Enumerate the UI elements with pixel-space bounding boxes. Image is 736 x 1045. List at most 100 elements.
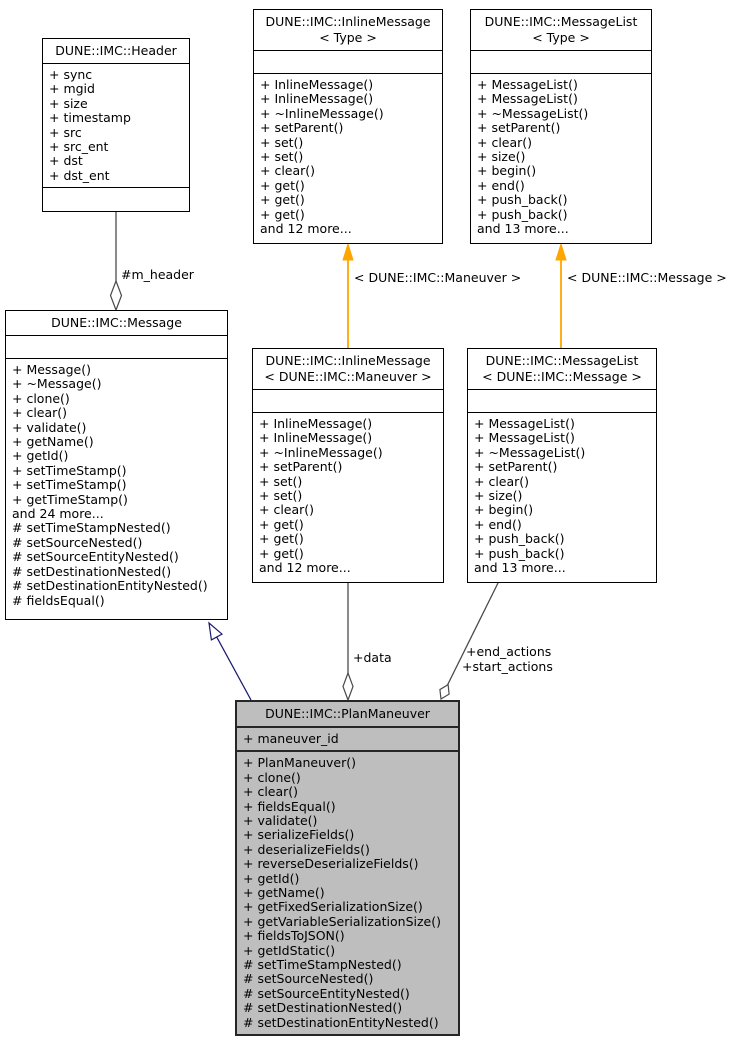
method-row: + size() <box>474 488 523 504</box>
class-box-message-list-message[interactable]: DUNE::IMC::MessageList< DUNE::IMC::Messa… <box>467 348 657 583</box>
method-row: + getId() <box>243 870 300 886</box>
method-row: + deserializeFields() <box>243 841 370 857</box>
attribute-row: + timestamp <box>49 110 131 126</box>
class-title: DUNE::IMC::InlineMessage< DUNE::IMC::Man… <box>253 349 443 389</box>
class-title-line: < DUNE::IMC::Message > <box>482 369 642 384</box>
class-title: DUNE::IMC::InlineMessage< Type > <box>254 10 442 50</box>
method-row: # setDestinationNested() <box>243 1000 403 1016</box>
data-aggregation-diamond <box>342 671 354 702</box>
method-row: # setTimeStampNested() <box>12 520 171 536</box>
method-row: + setParent() <box>477 120 561 136</box>
method-row: # setDestinationEntityNested() <box>243 1014 439 1030</box>
class-title: DUNE::IMC::MessageList< Type > <box>471 10 651 50</box>
method-row: + Message() <box>12 362 91 377</box>
attributes-compartment <box>468 389 656 412</box>
method-row: + PlanManeuver() <box>243 755 357 771</box>
method-row: # setSourceNested() <box>12 534 143 550</box>
method-row: + end() <box>477 177 525 193</box>
method-row: + clear() <box>474 473 530 489</box>
method-row: + set() <box>259 488 303 504</box>
attribute-row: + src_ent <box>49 139 109 155</box>
method-row: + push_back() <box>474 545 565 561</box>
method-row: # setTimeStampNested() <box>243 956 402 972</box>
method-row: + get() <box>260 192 305 208</box>
method-row: + MessageList() <box>477 77 578 92</box>
class-box-inline-message-maneuver[interactable]: DUNE::IMC::InlineMessage< DUNE::IMC::Man… <box>252 348 444 583</box>
edge-label-start-actions: +start_actions <box>462 659 553 674</box>
method-row: + set() <box>260 134 304 150</box>
attributes-compartment <box>254 50 442 73</box>
method-row: + getIdStatic() <box>243 942 336 958</box>
method-row: + fieldsEqual() <box>243 798 336 814</box>
class-title: DUNE::IMC::MessageList< DUNE::IMC::Messa… <box>468 349 656 389</box>
method-row: + get() <box>259 531 304 547</box>
methods-compartment: + PlanManeuver()+ clone()+ clear()+ fiel… <box>237 750 458 1034</box>
message-list-template-arrowhead <box>555 242 567 261</box>
method-row: + getTimeStamp() <box>12 491 128 507</box>
method-row: + setParent() <box>260 120 344 136</box>
method-row: + MessageList() <box>474 416 575 431</box>
method-row: + getId() <box>12 448 69 464</box>
method-row: + clear() <box>260 163 316 179</box>
class-title-line: < Type > <box>319 30 377 45</box>
method-row: + clear() <box>243 784 299 800</box>
method-row: + get() <box>259 545 304 561</box>
method-row: + setParent() <box>259 459 343 475</box>
class-box-message-list-template[interactable]: DUNE::IMC::MessageList< Type > + Message… <box>470 9 652 244</box>
methods-compartment: + InlineMessage()+ InlineMessage()+ ~Inl… <box>254 73 442 243</box>
attributes-compartment <box>471 50 651 73</box>
method-row: # fieldsEqual() <box>12 592 105 608</box>
attribute-row: + mgid <box>49 81 95 97</box>
attributes-compartment <box>6 335 227 358</box>
method-row: + getName() <box>12 434 94 450</box>
method-row: + get() <box>260 177 305 193</box>
edge-label-maneuver-template: < DUNE::IMC::Maneuver > <box>354 270 522 285</box>
class-box-header[interactable]: DUNE::IMC::Header + sync+ mgid+ size+ ti… <box>42 38 190 212</box>
method-row: + clear() <box>477 134 533 150</box>
class-title: DUNE::IMC::Header <box>43 39 189 63</box>
inheritance-arrowhead <box>208 621 224 641</box>
method-row: + set() <box>260 149 304 165</box>
method-row: + fieldsToJSON() <box>243 928 345 944</box>
class-box-inline-message-template[interactable]: DUNE::IMC::InlineMessage< Type > + Inlin… <box>253 9 443 244</box>
method-row: + push_back() <box>477 192 568 208</box>
inheritance-edge <box>216 636 252 701</box>
method-row: + ~MessageList() <box>477 105 589 121</box>
method-row: # setSourceEntityNested() <box>243 985 410 1001</box>
class-box-message[interactable]: DUNE::IMC::Message + Message()+ ~Message… <box>5 310 228 620</box>
class-title-line: < Type > <box>532 30 590 45</box>
method-row: + validate() <box>12 419 87 435</box>
attribute-row: + maneuver_id <box>243 731 339 746</box>
m-header-aggregation-diamond <box>109 279 123 312</box>
method-row: + get() <box>259 516 304 532</box>
class-title-line: DUNE::IMC::PlanManeuver <box>265 706 430 721</box>
method-row: + begin() <box>477 163 537 179</box>
method-row: and 24 more... <box>12 506 104 522</box>
method-row: + begin() <box>474 502 534 518</box>
method-row: + clear() <box>259 502 315 518</box>
class-title-line: DUNE::IMC::MessageList <box>484 14 638 29</box>
method-row: + clone() <box>12 390 70 406</box>
class-title: DUNE::IMC::PlanManeuver <box>237 702 458 726</box>
class-box-plan-maneuver[interactable]: DUNE::IMC::PlanManeuver + maneuver_id + … <box>235 700 460 1036</box>
class-title-line: DUNE::IMC::Message <box>51 315 182 330</box>
method-row: and 12 more... <box>260 221 352 237</box>
class-title-line: DUNE::IMC::MessageList <box>485 353 639 368</box>
method-row: + serializeFields() <box>243 827 355 843</box>
method-row: + getName() <box>243 884 325 900</box>
method-row: + reverseDeserializeFields() <box>243 856 419 872</box>
method-row: + MessageList() <box>474 430 575 446</box>
attribute-row: + src <box>49 124 82 140</box>
attributes-compartment: + sync+ mgid+ size+ timestamp+ src+ src_… <box>43 63 189 187</box>
class-title-line: DUNE::IMC::InlineMessage <box>265 353 431 368</box>
method-row: + ~InlineMessage() <box>260 105 384 121</box>
method-row: + InlineMessage() <box>259 430 373 446</box>
edge-label-data: +data <box>353 650 392 665</box>
attribute-row: + dst <box>49 153 83 169</box>
attribute-row: + size <box>49 95 88 111</box>
methods-compartment: + MessageList()+ MessageList()+ ~Message… <box>468 412 656 582</box>
method-row: # setDestinationNested() <box>12 563 172 579</box>
method-row: + InlineMessage() <box>259 416 373 431</box>
method-row: + size() <box>477 149 526 165</box>
class-title-line: DUNE::IMC::Header <box>55 43 177 58</box>
